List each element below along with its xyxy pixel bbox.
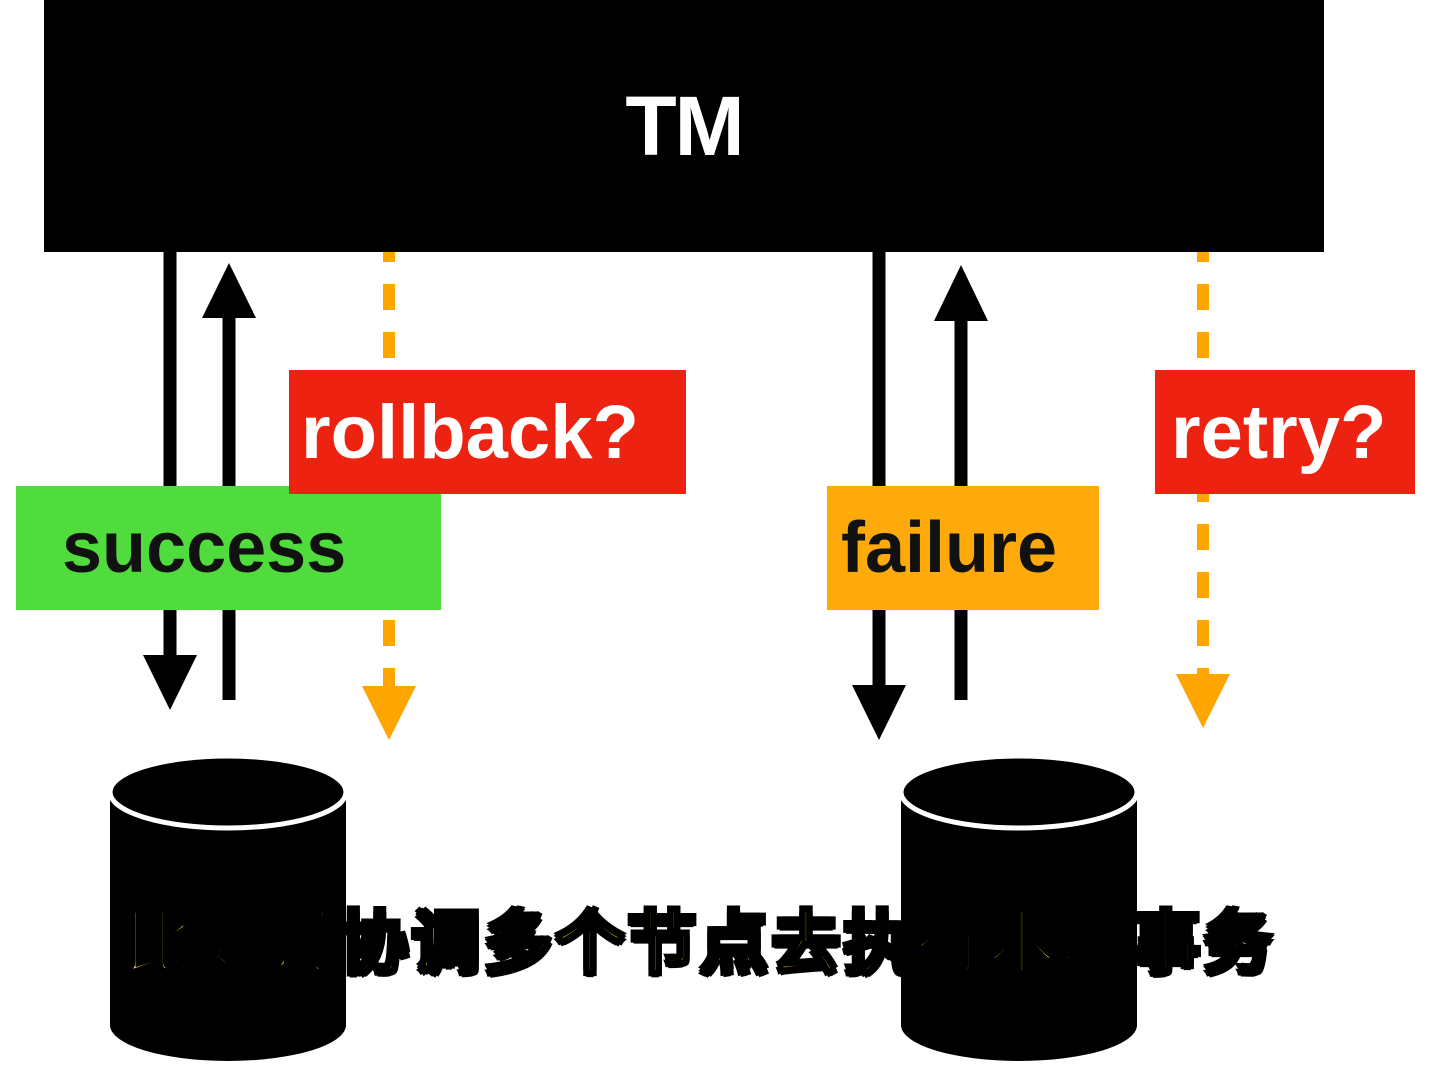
left-response-arrow [202, 263, 256, 700]
left-request-arrow [143, 252, 197, 710]
right-response-arrow [934, 265, 988, 700]
right-request-arrow [852, 252, 906, 740]
left-rollback-dashed-arrow [362, 236, 416, 740]
tm-label: TM [625, 79, 744, 173]
success-tag: success [16, 486, 441, 610]
failure-tag: failure [827, 486, 1099, 610]
database-icon [107, 753, 349, 1061]
video-subtitle: 比如说协调多个节点去执行本地事务 [122, 904, 1276, 986]
transaction-manager-box: TM [44, 0, 1324, 252]
database-icon [898, 753, 1140, 1061]
retry-tag: retry? [1155, 370, 1415, 494]
rollback-tag: rollback? [289, 370, 686, 494]
right-retry-dashed-arrow [1176, 236, 1230, 728]
